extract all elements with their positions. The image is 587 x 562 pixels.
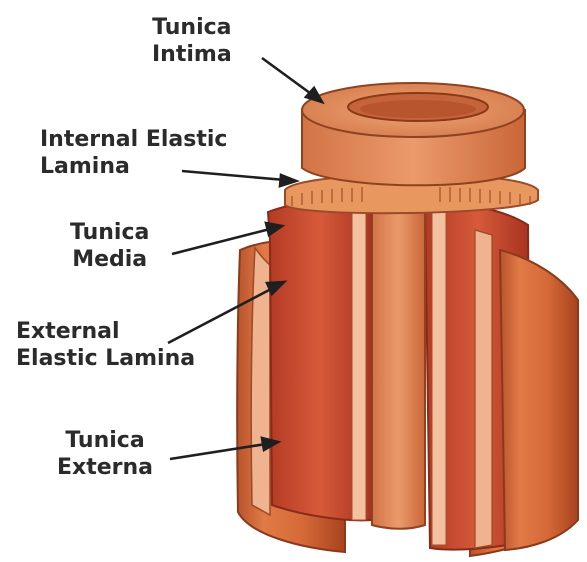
label-line: Tunica (70, 219, 149, 246)
label-line: Media (70, 246, 149, 273)
label-line: Lamina (40, 153, 227, 180)
label-external-elastic-lamina: External Elastic Lamina (16, 318, 195, 372)
label-line: Tunica (152, 14, 232, 41)
label-line: Intima (152, 41, 232, 68)
label-tunica-intima: Tunica Intima (152, 14, 232, 68)
label-line: Tunica (57, 427, 153, 454)
label-line: Externa (57, 454, 153, 481)
external-elastic-lamina-left (251, 248, 270, 515)
internal-elastic-band-right (432, 208, 446, 545)
external-elastic-lamina-right (475, 230, 492, 548)
label-tunica-media: Tunica Media (70, 219, 149, 273)
label-line: External (16, 318, 195, 345)
tunica-externa-right-inner (500, 250, 578, 550)
label-tunica-externa: Tunica Externa (57, 427, 153, 481)
label-line: Internal Elastic (40, 126, 227, 153)
internal-elastic-band-left (352, 205, 366, 520)
label-line: Elastic Lamina (16, 345, 195, 372)
label-internal-elastic-lamina: Internal Elastic Lamina (40, 126, 227, 180)
